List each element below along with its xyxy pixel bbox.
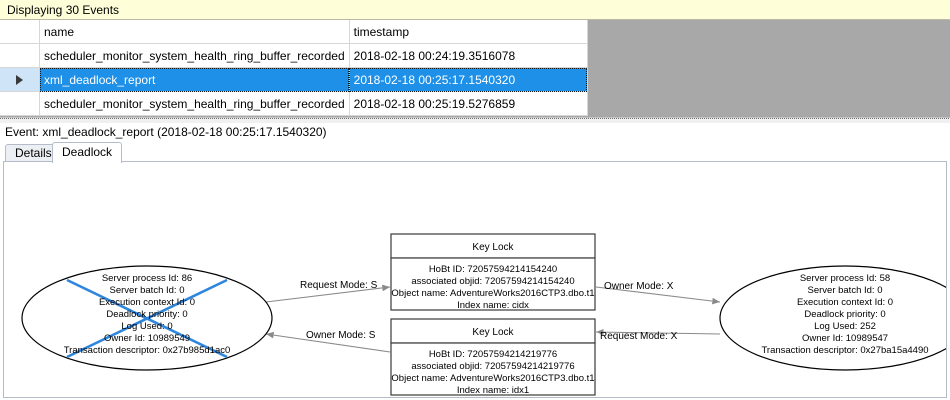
table-header-row: name timestamp <box>0 20 588 44</box>
key-lock-bottom-title: Key Lock <box>472 327 514 338</box>
table-row[interactable]: scheduler_monitor_system_health_ring_buf… <box>0 43 588 68</box>
key-lock-top-line-2: associated objid: 72057594214154240 <box>411 276 574 287</box>
events-grid[interactable]: name timestamp scheduler_monitor_system_… <box>0 20 950 118</box>
process-right-line-5: Log Used: 252 <box>814 321 876 332</box>
cell-timestamp[interactable]: 2018-02-18 00:25:17.1540320 <box>349 67 588 92</box>
process-left-line-3: Execution context Id: 0 <box>99 297 195 308</box>
column-header-timestamp[interactable]: timestamp <box>349 20 588 44</box>
victim-cross-line-2 <box>66 278 228 359</box>
deadlock-graph-svg: Request Mode: S Owner Mode: X Owner Mode… <box>21 233 947 396</box>
key-lock-top-line-4: Index name: cidx <box>457 300 529 311</box>
cell-timestamp[interactable]: 2018-02-18 00:24:19.3516078 <box>349 43 588 68</box>
key-lock-bottom-line-4: Index name: idx1 <box>457 385 529 396</box>
horizontal-splitter[interactable] <box>0 118 950 123</box>
process-left-line-2: Server batch Id: 0 <box>110 285 185 296</box>
edge-owner-x-line <box>595 286 721 305</box>
cell-name[interactable]: scheduler_monitor_system_health_ring_buf… <box>39 91 350 116</box>
cell-name[interactable]: scheduler_monitor_system_health_ring_buf… <box>39 43 350 68</box>
edge-request-x-line <box>595 328 721 336</box>
edge-request-s-line <box>265 284 391 303</box>
key-lock-bottom-line-2: associated objid: 72057594214219776 <box>411 361 574 372</box>
cell-name[interactable]: xml_deadlock_report <box>39 67 350 92</box>
process-right-line-4: Deadlock priority: 0 <box>804 309 885 320</box>
event-header-label: Event: xml_deadlock_report (2018-02-18 0… <box>5 125 327 139</box>
tab-details[interactable]: Details <box>5 144 62 162</box>
key-lock-bottom-body-box[interactable] <box>390 342 596 396</box>
tab-strip: Details Deadlock <box>0 142 950 163</box>
process-node-right[interactable]: Server process Id: 58 Server batch Id: 0… <box>719 265 947 371</box>
edge-owner-s-label: Owner Mode: S <box>306 330 376 341</box>
process-left-line-6: Owner Id: 10989549 <box>104 333 190 344</box>
events-count-banner: Displaying 30 Events <box>0 0 950 20</box>
edge-request-x-label: Request Mode: X <box>600 331 678 342</box>
process-right-line-6: Owner Id: 10989547 <box>802 333 888 344</box>
cell-timestamp[interactable]: 2018-02-18 00:25:19.5276859 <box>349 91 588 116</box>
process-right-line-3: Execution context Id: 0 <box>797 297 893 308</box>
process-node-left[interactable]: Server process Id: 86 Server batch Id: 0… <box>21 265 273 371</box>
key-lock-top-body-box[interactable] <box>390 257 596 311</box>
key-lock-top-title-box[interactable] <box>390 233 596 259</box>
edge-request-x: Request Mode: X <box>595 328 721 342</box>
resource-node-key-lock-top[interactable]: Key Lock HoBt ID: 72057594214154240 asso… <box>390 233 596 311</box>
edge-owner-s: Owner Mode: S <box>265 330 391 353</box>
tab-deadlock[interactable]: Deadlock <box>52 142 123 163</box>
row-selector-cell[interactable] <box>0 43 40 68</box>
process-right-line-1: Server process Id: 58 <box>800 273 890 284</box>
deadlock-graph-panel[interactable]: Request Mode: S Owner Mode: X Owner Mode… <box>3 161 947 398</box>
edge-request-s-label: Request Mode: S <box>300 280 378 291</box>
key-lock-bottom-line-1: HoBt ID: 72057594214219776 <box>429 349 557 360</box>
process-right-line-7: Transaction descriptor: 0x27ba15a4490 <box>761 345 928 356</box>
process-left-line-7: Transaction descriptor: 0x27b985d1ac0 <box>64 345 231 356</box>
edge-owner-s-line <box>265 331 391 353</box>
table-row[interactable]: xml_deadlock_report 2018-02-18 00:25:17.… <box>0 67 588 92</box>
header-cell-selector <box>0 20 40 44</box>
key-lock-top-line-3: Object name: AdventureWorks2016CTP3.dbo.… <box>391 288 594 299</box>
table-row[interactable]: scheduler_monitor_system_health_ring_buf… <box>0 91 588 116</box>
process-left-line-4: Deadlock priority: 0 <box>106 309 187 320</box>
event-header: Event: xml_deadlock_report (2018-02-18 0… <box>0 123 950 141</box>
events-count-label: Displaying 30 Events <box>7 3 120 17</box>
process-right-line-2: Server batch Id: 0 <box>808 285 883 296</box>
key-lock-bottom-line-3: Object name: AdventureWorks2016CTP3.dbo.… <box>391 373 594 384</box>
column-header-name[interactable]: name <box>39 20 350 44</box>
process-left-line-5: Log Used: 0 <box>121 321 172 332</box>
edge-request-s: Request Mode: S <box>265 280 391 303</box>
row-selector-cell[interactable] <box>0 67 40 92</box>
resource-node-key-lock-bottom[interactable]: Key Lock HoBt ID: 72057594214219776 asso… <box>390 318 596 396</box>
edge-owner-x-label: Owner Mode: X <box>604 281 674 292</box>
process-right-ellipse[interactable] <box>719 265 947 371</box>
key-lock-top-line-1: HoBt ID: 72057594214154240 <box>429 264 557 275</box>
key-lock-bottom-title-box[interactable] <box>390 318 596 344</box>
row-selector-cell[interactable] <box>0 91 40 116</box>
row-selector-arrow-icon <box>16 74 23 85</box>
events-table: name timestamp scheduler_monitor_system_… <box>0 20 588 116</box>
process-left-line-1: Server process Id: 86 <box>102 273 192 284</box>
key-lock-top-title: Key Lock <box>472 242 514 253</box>
edge-owner-x: Owner Mode: X <box>595 281 721 305</box>
